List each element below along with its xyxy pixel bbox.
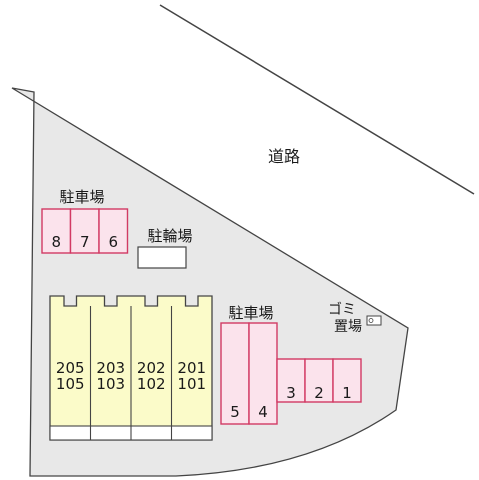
parking-space-2 <box>304 358 334 403</box>
garbage-label-line2: 置場 <box>334 319 362 335</box>
parking-space-8 <box>41 208 72 254</box>
bicycle-parking-shed <box>137 246 187 269</box>
unit-number-lower: 103 <box>96 375 125 393</box>
bicycle-parking-label: 駐輪場 <box>147 227 192 245</box>
unit-number-upper: 201 <box>177 359 206 377</box>
parking-space-number: 3 <box>286 384 296 402</box>
parking-space-number: 8 <box>51 233 61 251</box>
unit-number-upper: 202 <box>137 359 166 377</box>
parking-space-number: 6 <box>108 233 118 251</box>
parking-space-6 <box>98 208 129 254</box>
garbage-label-line1: ゴミ <box>328 301 356 318</box>
garbage-bin-mark <box>368 318 374 323</box>
parking-space-4 <box>248 322 278 425</box>
unit-number-lower: 105 <box>56 375 85 393</box>
parking-space-3 <box>276 358 306 403</box>
parking-space-number: 1 <box>342 384 352 402</box>
road-label: 道路 <box>268 147 300 166</box>
road-edge-line <box>159 4 475 195</box>
parking-left-label: 駐車場 <box>59 188 104 206</box>
parking-space-number: 5 <box>230 403 240 421</box>
parking-space-1 <box>332 358 362 403</box>
parking-right-label: 駐車場 <box>228 304 273 322</box>
parking-space-5 <box>220 322 250 425</box>
unit-number-lower: 102 <box>137 375 166 393</box>
unit-number-upper: 203 <box>96 359 125 377</box>
parking-space-number: 4 <box>258 403 268 421</box>
garbage-bin-icon <box>366 315 382 326</box>
parking-space-number: 7 <box>80 233 90 251</box>
parking-space-number: 2 <box>314 384 324 402</box>
unit-number-upper: 205 <box>56 359 85 377</box>
unit-number-lower: 101 <box>177 375 206 393</box>
